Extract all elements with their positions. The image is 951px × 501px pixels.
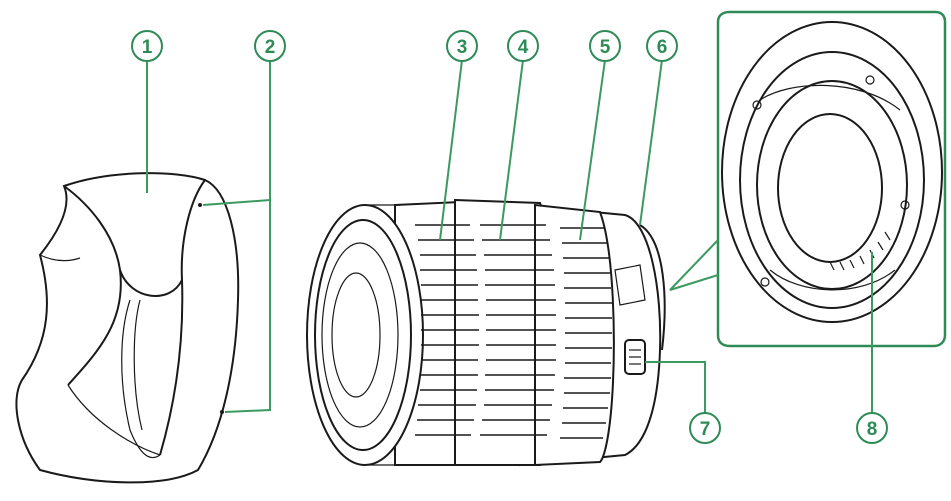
callout-6-label: 6 [657,37,668,58]
callout-7: 7 [689,412,721,444]
zoom-ring-ribs [480,224,556,436]
callout-1: 1 [131,30,163,62]
callout-8: 8 [856,412,888,444]
aperture-ring-ribs [560,227,612,439]
mount-detail-connector [669,239,719,291]
callout-6: 6 [646,30,678,62]
callout-5: 5 [589,30,621,62]
lens-mount-detail [669,10,947,348]
electronic-contacts [829,231,891,271]
callout-3: 3 [446,30,478,62]
mount-index-mark [614,264,646,306]
callout-2-label: 2 [265,37,276,58]
callout-3-label: 3 [457,37,468,58]
callout-4-label: 4 [518,37,529,58]
callout-8-label: 8 [867,419,878,440]
lens-hood-illustration [15,172,240,484]
callout-1-label: 1 [142,37,153,58]
callout-2: 2 [254,30,286,62]
callout-5-label: 5 [600,37,611,58]
focus-ring-ribs [415,224,479,436]
callout-4: 4 [507,30,539,62]
hood-index-mark-top [198,203,202,207]
hood-index-mark-bottom [220,410,224,414]
lens-body-illustration [306,198,666,467]
leader-lines [146,59,873,413]
callout-7-label: 7 [700,419,711,440]
